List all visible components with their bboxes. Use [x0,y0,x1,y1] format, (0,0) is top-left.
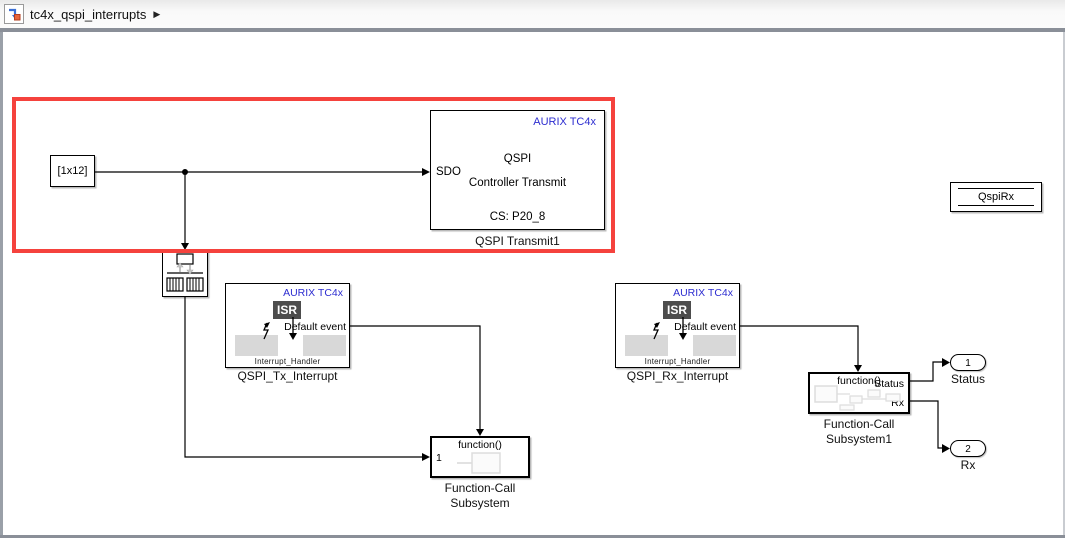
constant-block[interactable]: [1x12] [50,155,95,187]
subsystem-thumbnail [814,385,901,411]
canvas-top-border [0,28,1065,32]
aurix-brand-text: AURIX TC4x [283,287,343,299]
breadcrumb-chevron-icon[interactable]: ▶ [153,8,161,19]
default-event-label: Default event [284,321,346,333]
isr-pad [693,335,736,356]
memory-copy-icon [166,253,204,292]
isr-badge: ISR [273,301,301,319]
arrowhead-sdo [422,168,430,176]
arrowhead-memcpy [181,243,189,250]
function-call-subsystem1-block[interactable]: function() Status Rx [808,372,910,414]
status-port-label: Status [874,378,904,390]
outport-status-label[interactable]: Status [950,372,986,386]
datastore-bottom-line [958,205,1034,206]
simulink-model-icon [9,8,21,21]
outport-rx-block[interactable]: 2 [950,440,986,457]
arrowhead-fcs-in [422,453,430,461]
label-line2: Subsystem [450,496,510,510]
wire-txint-to-fcs-trigger[interactable] [350,325,481,429]
datastore-top-line [958,188,1034,189]
function-call-subsystem-block[interactable]: function() 1 [430,436,530,478]
inport-1-label: 1 [436,452,442,464]
wire-memcpy-to-fcs[interactable] [184,297,422,458]
canvas-left-border [0,32,3,538]
arrowhead-fcs-trigger [476,429,484,436]
label-line1: Function-Call [444,481,516,495]
breadcrumb: tc4x_qspi_interrupts ▶ [0,0,1065,28]
qspi-title: QSPI [503,153,532,165]
isr-badge: ISR [663,301,691,319]
aurix-brand-text: AURIX TC4x [533,116,596,128]
subsystem-thumbnail [457,452,501,474]
isr-pad [303,335,346,356]
data-store-block[interactable]: QspiRx [950,182,1042,212]
label-line1: Function-Call [823,417,895,431]
canvas-right-border [1063,32,1065,538]
sdo-port-label: SDO [436,166,461,178]
qspi-transmit-block[interactable]: AURIX TC4x QSPI Controller Transmit CS: … [430,110,605,230]
default-event-label: Default event [674,321,736,333]
qspi-subtitle: Controller Transmit [468,177,567,189]
qspi-rx-interrupt-block[interactable]: AURIX TC4x ISR Default event Interrupt_H… [615,283,740,368]
function-call-subsystem-label[interactable]: Function-Call Subsystem [420,481,540,511]
isr-pad [235,335,278,356]
arrowhead-outport1 [942,358,950,367]
outport-rx-label[interactable]: Rx [960,458,976,472]
wire-rx-to-outport2[interactable] [910,400,942,449]
memory-copy-block[interactable] [162,250,208,297]
interrupt-handler-label: Interrupt_Handler [644,357,711,366]
outport-status-block[interactable]: 1 [950,354,986,371]
qspi-tx-interrupt-label[interactable]: QSPI_Tx_Interrupt [237,369,338,383]
function-call-label: function() [458,439,502,451]
aurix-brand-text: AURIX TC4x [673,287,733,299]
label-line2: Subsystem1 [825,432,893,446]
datastore-name: QspiRx [977,191,1015,203]
arrowhead-fcs1-trigger [854,365,862,372]
branch-point[interactable] [182,169,188,175]
interrupt-handler-label: Interrupt_Handler [254,357,321,366]
isr-pad [625,335,668,356]
wire-rxint-to-fcs1-trigger[interactable] [740,325,859,365]
wire-status-to-outport1[interactable] [910,361,942,382]
canvas-bottom-border [0,535,1065,538]
function-call-label: function() [837,375,881,387]
qspi-transmit-label[interactable]: QSPI Transmit1 [475,234,560,248]
model-icon[interactable] [4,4,24,24]
breadcrumb-model-name[interactable]: tc4x_qspi_interrupts [30,6,147,22]
qspi-rx-interrupt-label[interactable]: QSPI_Rx_Interrupt [626,369,729,383]
qspi-chip-select: CS: P20_8 [489,211,546,223]
qspi-tx-interrupt-block[interactable]: AURIX TC4x ISR Default event Interrupt_H… [225,283,350,368]
isr-arrows-icon [263,317,297,340]
arrowhead-outport2 [942,444,950,453]
function-call-subsystem1-label[interactable]: Function-Call Subsystem1 [799,417,919,447]
isr-arrows-icon [653,317,687,340]
